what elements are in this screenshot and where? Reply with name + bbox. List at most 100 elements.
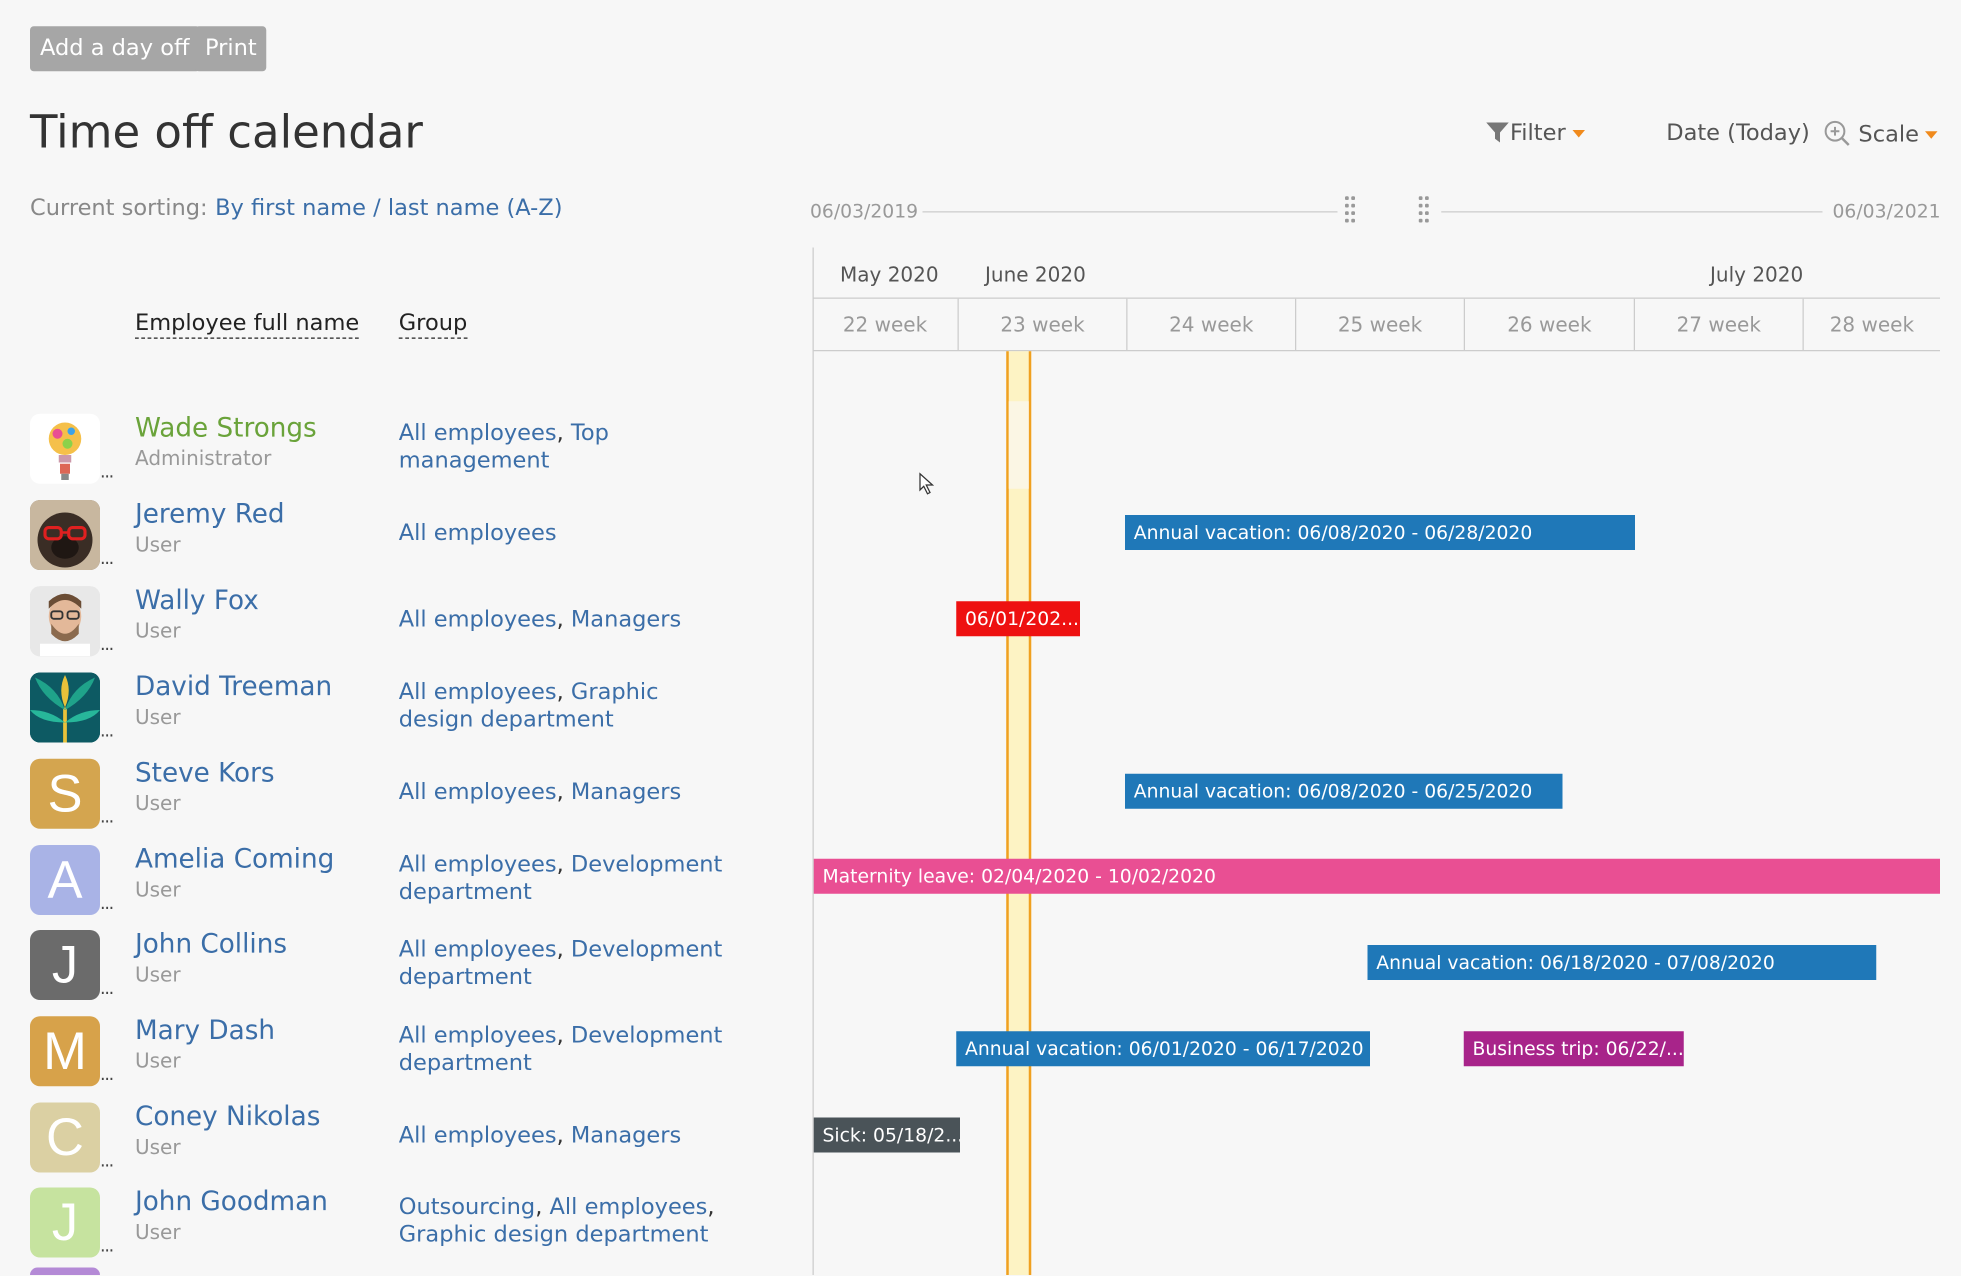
page-title: Time off calendar [30,107,423,159]
employee-row: S ... Steve Kors User All employees, Man… [0,755,800,841]
employee-name[interactable]: John Goodman [135,1186,328,1217]
chevron-down-icon [1925,131,1938,139]
more-icon[interactable]: ... [100,1065,114,1085]
scale-button[interactable]: Scale [1824,120,1938,148]
group-link[interactable]: Graphic design department [398,1221,709,1248]
more-icon[interactable]: ... [100,1236,114,1257]
employee-role: User [135,791,181,815]
group-link[interactable]: All employees [549,1193,708,1220]
range-handle-right[interactable] [1418,196,1432,224]
employee-name[interactable]: David Treeman [135,671,333,702]
avatar[interactable]: J [30,930,100,1000]
employee-name[interactable]: Coney Nikolas [135,1101,321,1132]
employee-row: ... Jeremy Red User All employees [0,496,800,582]
event-bar[interactable]: Sick: 05/18/2... [813,1117,960,1153]
event-bar[interactable]: Annual vacation: 06/01/2020 - 06/17/2020 [956,1031,1370,1067]
more-icon[interactable]: ... [100,1151,114,1172]
employee-name[interactable]: Mary Dash [135,1015,276,1045]
employee-row: A ... Amelia Coming User All employees, … [0,841,800,927]
group-link[interactable]: All employees [398,936,557,963]
employee-name[interactable]: John Collins [135,928,288,959]
employee-row: J ... John Collins User All employees, D… [0,926,800,1012]
group-link[interactable]: Outsourcing [398,1193,536,1220]
group-link[interactable]: Development department [398,1022,723,1077]
range-handle-left[interactable] [1345,196,1358,224]
avatar[interactable] [30,500,100,570]
week-label: 27 week [1633,298,1803,350]
avatar[interactable] [30,586,100,657]
group-link[interactable]: Managers [570,606,682,633]
employee-name[interactable]: Jeremy Red [135,498,285,529]
employee-role: User [135,618,181,643]
avatar[interactable]: A [30,845,100,915]
chevron-down-icon [1571,130,1585,138]
more-icon[interactable]: ... [100,635,114,655]
avatar[interactable]: S [30,758,100,829]
employee-row: J ... John Goodman User Outsourcing, All… [0,1184,800,1270]
sorting-link[interactable]: By first name / last name (A-Z) [215,195,563,222]
employee-name[interactable]: Amelia Coming [135,843,335,874]
employee-role: User [135,877,181,902]
avatar[interactable]: C [30,1102,100,1173]
filter-label: Filter [1510,120,1566,147]
week-header-border [812,350,1940,352]
more-icon[interactable]: ... [100,807,114,828]
group-link[interactable]: Top management [398,420,609,474]
employee-name[interactable]: Wade Strongs [135,412,317,443]
event-bar[interactable]: Annual vacation: 06/08/2020 - 06/28/2020 [1125,515,1635,550]
range-end-date: 06/03/2021 [1832,200,1941,223]
group-link[interactable]: All employees [398,420,557,447]
add-day-off-button[interactable]: Add a day off [30,26,200,72]
avatar[interactable] [30,1267,100,1275]
more-icon[interactable]: ... [100,462,114,483]
more-icon[interactable]: ... [100,978,114,999]
avatar[interactable] [30,413,100,484]
avatar[interactable] [30,672,100,743]
group-link[interactable]: All employees [398,1022,557,1049]
group-link[interactable]: All employees [398,520,557,547]
employee-role: User [135,532,181,557]
more-icon[interactable]: ... [100,548,114,569]
employee-groups: All employees, Managers [398,1122,682,1149]
employee-groups: All employees, Managers [398,778,682,805]
print-button[interactable]: Print [195,26,267,72]
group-link[interactable]: All employees [398,1122,557,1149]
employee-name[interactable]: Wally Fox [135,585,259,615]
avatar[interactable]: M [30,1016,100,1087]
employee-groups: All employees [399,520,737,548]
employee-groups: All employees, Development department [398,1022,723,1077]
group-link[interactable]: All employees [398,678,557,705]
avatar[interactable]: J [30,1187,100,1258]
group-link[interactable]: Development department [398,851,723,905]
date-today-button[interactable]: Date (Today) [1666,120,1810,147]
employee-role: Administrator [135,446,272,470]
group-link[interactable]: Graphic design department [398,678,659,733]
month-label: June 2020 [985,262,1086,287]
sorting-label: Current sorting: [30,195,208,222]
employee-groups: All employees, Top management [398,420,609,474]
more-icon[interactable]: ... [100,721,114,742]
employee-role: User [135,1135,181,1159]
event-bar[interactable]: Business trip: 06/22/... [1463,1031,1684,1067]
group-link[interactable]: Managers [570,778,682,805]
employee-role: User [135,705,181,729]
event-bar[interactable]: Annual vacation: 06/08/2020 - 06/25/2020 [1125,773,1563,809]
group-link[interactable]: All employees [398,778,557,805]
employee-name[interactable]: Steve Kors [135,757,275,788]
calendar-divider [812,247,814,1275]
group-link[interactable]: All employees [398,851,557,878]
filter-button[interactable]: Filter [1485,120,1585,147]
today-highlight [1008,401,1029,489]
week-label: 28 week [1802,298,1941,350]
group-link[interactable]: Development department [398,936,723,990]
more-icon[interactable]: ... [100,893,114,914]
group-link[interactable]: All employees [398,606,557,633]
event-bar[interactable]: Annual vacation: 06/18/2020 - 07/08/2020 [1367,945,1877,980]
scale-label: Scale [1858,121,1919,148]
column-header-group[interactable]: Group [398,310,468,339]
column-header-name[interactable]: Employee full name [135,310,360,339]
event-bar[interactable]: 06/01/202... [956,601,1080,637]
event-bar[interactable]: Maternity leave: 02/04/2020 - 10/02/2020 [813,858,1940,894]
employee-row: M ... Mary Dash User All employees, Deve… [0,1013,800,1099]
group-link[interactable]: Managers [570,1122,682,1149]
